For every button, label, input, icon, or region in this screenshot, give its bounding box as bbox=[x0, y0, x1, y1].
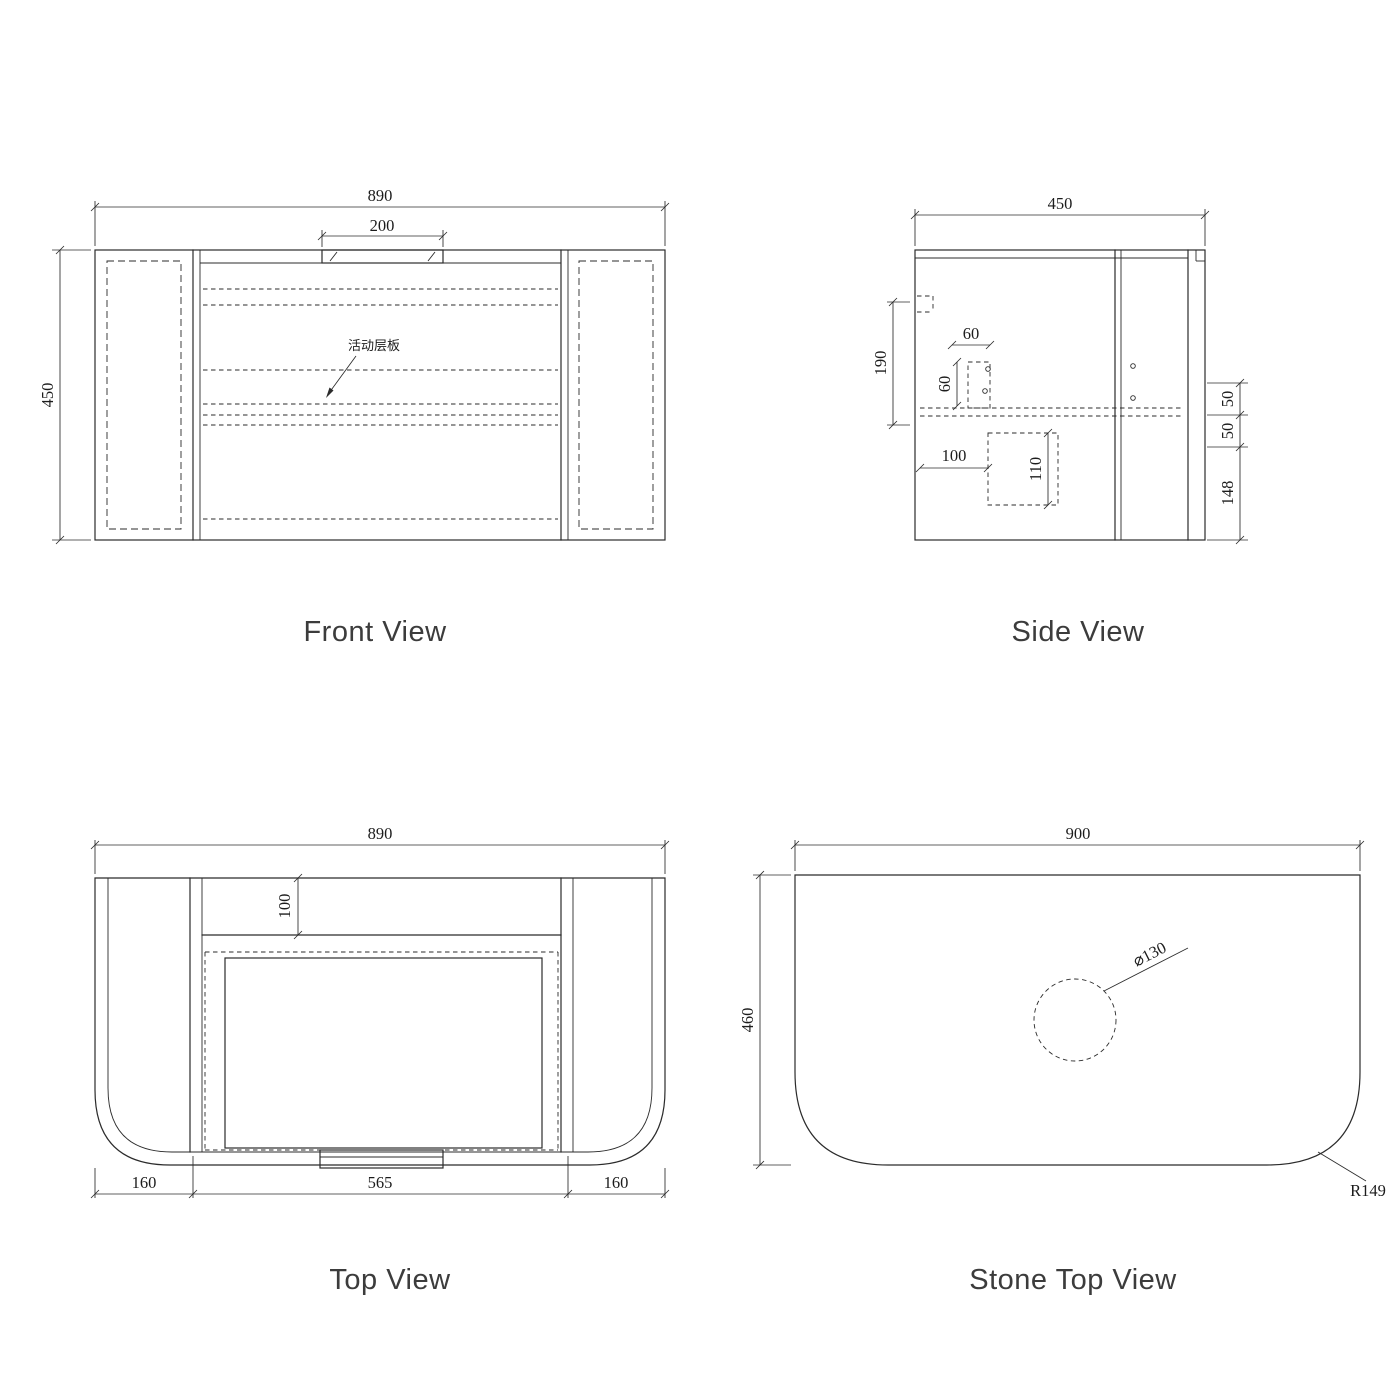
stone-dim-hole: ⌀130 bbox=[1130, 938, 1170, 971]
top-handle bbox=[319, 1149, 444, 1169]
stone-top-outline bbox=[794, 874, 1361, 1166]
front-view-title: Front View bbox=[303, 616, 447, 648]
stone-top-view: ⌀130 R149 bbox=[794, 874, 1386, 1200]
side-dim-gap-b: 50 bbox=[1218, 423, 1237, 440]
side-dim-depth: 100 bbox=[942, 446, 967, 465]
front-view bbox=[94, 249, 666, 541]
stone-dim-depth: 460 bbox=[738, 1008, 757, 1033]
side-hole bbox=[1130, 363, 1136, 369]
top-drawer-box bbox=[224, 957, 543, 1149]
top-dim-right: 160 bbox=[604, 1173, 629, 1192]
top-view bbox=[94, 877, 666, 1169]
front-dim-width: 890 bbox=[368, 186, 393, 205]
top-outline bbox=[94, 877, 666, 1166]
front-cabinet-outline bbox=[94, 249, 666, 541]
front-handle bbox=[321, 249, 444, 264]
side-hole bbox=[982, 388, 988, 394]
side-dim-width: 450 bbox=[1048, 194, 1073, 213]
front-dim-height: 450 bbox=[38, 383, 57, 408]
side-dim-rail-height: 190 bbox=[871, 351, 890, 376]
top-view-title: Top View bbox=[329, 1264, 451, 1296]
side-dim-drawer: 110 bbox=[1026, 457, 1045, 481]
top-dimensions: 890 100 160 565 160 bbox=[90, 824, 670, 1199]
stone-dim-radius: R149 bbox=[1350, 1181, 1386, 1200]
front-left-door-dashed bbox=[106, 260, 182, 530]
side-hole bbox=[1130, 395, 1136, 401]
front-dimensions: 890 200 450 活动层板 bbox=[38, 186, 670, 545]
top-dim-left: 160 bbox=[132, 1173, 157, 1192]
top-dim-rail: 100 bbox=[275, 894, 294, 919]
top-dim-width: 890 bbox=[368, 824, 393, 843]
side-view-title: Side View bbox=[1012, 616, 1145, 648]
side-dimensions: 450 190 60 60 100 110 50 50 148 bbox=[871, 194, 1248, 545]
stone-tap-hole bbox=[1033, 978, 1117, 1062]
side-runner-dashed bbox=[967, 361, 991, 409]
annotation-arrowhead bbox=[326, 387, 334, 398]
side-drawer-dashed bbox=[987, 432, 1059, 506]
side-dim-offset-a: 60 bbox=[963, 324, 980, 343]
stone-dimensions: 900 460 bbox=[738, 824, 1365, 1170]
side-dim-gap-a: 50 bbox=[1218, 391, 1237, 408]
top-dim-center: 565 bbox=[368, 1173, 393, 1192]
view-titles: Front View Side View Top View Stone Top … bbox=[303, 616, 1177, 1296]
front-shelf-annotation: 活动层板 bbox=[348, 339, 400, 354]
side-cabinet-outline bbox=[914, 249, 1206, 541]
side-dim-bottom: 148 bbox=[1218, 481, 1237, 506]
stone-top-view-title: Stone Top View bbox=[969, 1264, 1177, 1296]
side-dim-offset-b: 60 bbox=[935, 376, 954, 393]
side-view bbox=[914, 249, 1206, 541]
stone-dim-width: 900 bbox=[1066, 824, 1091, 843]
front-right-door-dashed bbox=[578, 260, 654, 530]
side-hole bbox=[985, 366, 991, 372]
front-dim-handle: 200 bbox=[370, 216, 395, 235]
